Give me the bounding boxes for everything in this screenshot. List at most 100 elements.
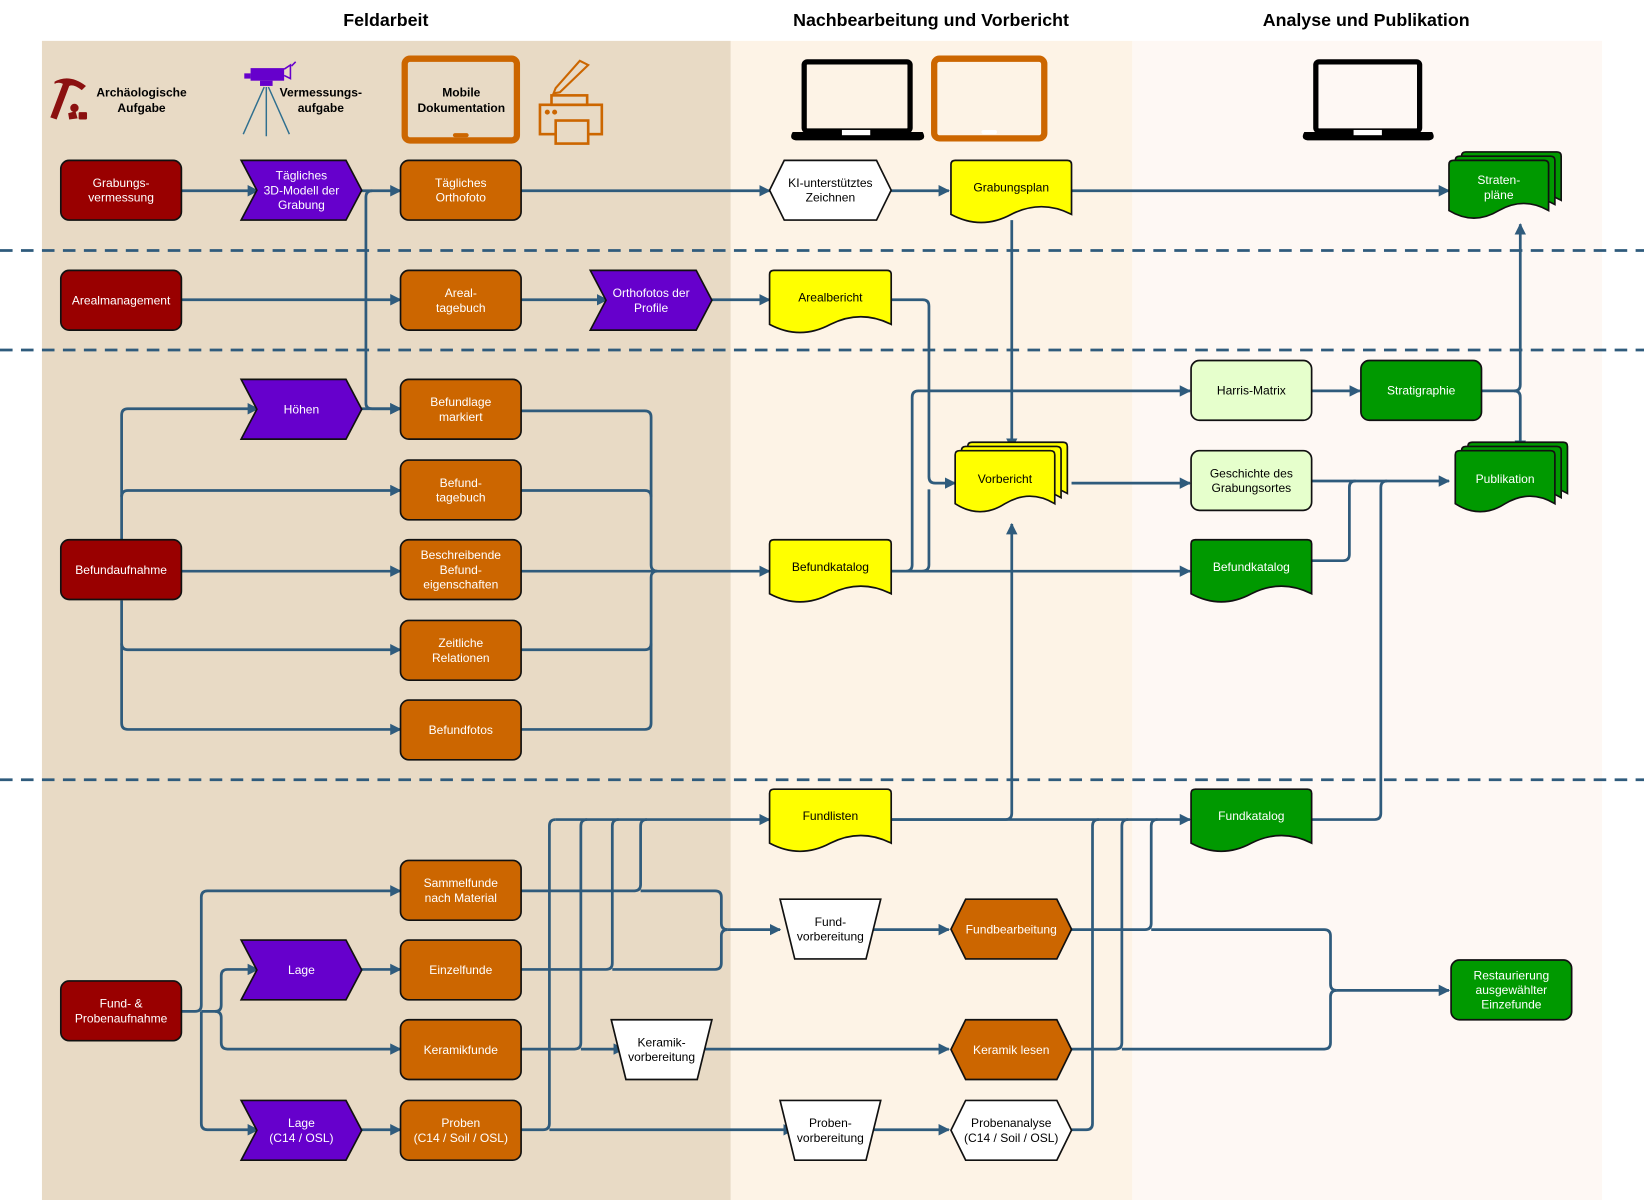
node-arealbericht[interactable]: Arealbericht (768, 269, 893, 334)
node-shape (1454, 449, 1556, 513)
node-harris-matrix[interactable]: Harris-Matrix (1190, 359, 1313, 422)
edge (612, 928, 728, 971)
node-keramik-lesen[interactable]: Keramik lesen (950, 1018, 1073, 1081)
node-shape (399, 939, 522, 1001)
pen-printer-icon (538, 59, 604, 145)
node-lage-c14[interactable]: Lage(C14 / OSL) (239, 1099, 363, 1162)
node-shape (588, 269, 713, 331)
node-probenvorbereitung[interactable]: Proben-vorbereitung (778, 1099, 882, 1162)
node-lage[interactable]: Lage (239, 939, 363, 1001)
node-arealtagebuch[interactable]: Areal-tagebuch (399, 269, 522, 331)
node-keramikfunde[interactable]: Keramikfunde (399, 1018, 522, 1081)
node-label: Fund- &Probenaufnahme (75, 997, 168, 1026)
node-shape (768, 538, 893, 603)
node-keramikvorbereitung[interactable]: Keramik-vorbereitung (610, 1018, 713, 1081)
edge (1311, 479, 1356, 563)
node-fundbearbeitung[interactable]: Fundbearbeitung (950, 898, 1073, 960)
node-label: Proben(C14 / Soil / OSL) (414, 1116, 508, 1145)
node-proben[interactable]: Proben(C14 / Soil / OSL) (399, 1099, 522, 1162)
node-befundkatalog-pub[interactable]: Befundkatalog (1190, 538, 1313, 603)
node-shape (954, 449, 1056, 513)
node-shape (399, 459, 522, 521)
node-arealmanagement[interactable]: Arealmanagement (59, 269, 183, 331)
node-shape (768, 159, 893, 221)
node-label: Einzelfunde (429, 963, 492, 977)
node-shape (1190, 538, 1313, 603)
node-fund-probenaufnahme[interactable]: Fund- &Probenaufnahme (59, 980, 183, 1042)
node-label: Lage (288, 963, 315, 977)
node-fundlisten[interactable]: Fundlisten (768, 788, 893, 853)
node-label: Vorbericht (978, 472, 1033, 486)
node-stratigraphie[interactable]: Stratigraphie (1360, 359, 1483, 422)
edge (120, 643, 402, 736)
node-publikation[interactable]: Publikation (1454, 441, 1569, 513)
edge (120, 403, 260, 540)
node-shape (399, 619, 522, 682)
node-vorbericht[interactable]: Vorbericht (954, 441, 1069, 513)
node-hoehen[interactable]: Höhen (239, 378, 363, 440)
node-shape (399, 538, 522, 601)
edge (521, 643, 653, 731)
node-einzelfunde[interactable]: Einzelfunde (399, 939, 522, 1001)
node-shape (239, 378, 363, 440)
column-title-nachbearbeitung: Nachbearbeitung und Vorbericht (793, 10, 1069, 30)
node-shape (1450, 959, 1573, 1021)
edge (521, 818, 556, 1132)
node-label: Keramikfunde (424, 1043, 499, 1057)
node-fundvorbereitung[interactable]: Fund-vorbereitung (778, 898, 882, 960)
node-label: Befundfotos (429, 723, 493, 737)
node-befundkatalog-report[interactable]: Befundkatalog (768, 538, 893, 603)
edge (120, 484, 402, 497)
total-station-icon (242, 61, 297, 137)
edge (521, 489, 653, 497)
tablet-icon (401, 55, 521, 144)
node-stratenplaene[interactable]: Straten-pläne (1448, 151, 1563, 219)
node-shape (610, 1018, 713, 1081)
column-title-analyse: Analyse und Publikation (1263, 10, 1470, 30)
node-shape (768, 788, 893, 853)
node-shape (59, 980, 183, 1042)
node-fundkatalog[interactable]: Fundkatalog (1190, 788, 1313, 853)
node-label: Arealbericht (798, 290, 863, 304)
edge (1311, 479, 1388, 821)
node-grabungsplan[interactable]: Grabungsplan (950, 159, 1073, 224)
node-label: Höhen (284, 402, 320, 416)
node-grabungsvermessung[interactable]: Grabungs-vermessung (59, 159, 183, 221)
node-befundfotos[interactable]: Befundfotos (399, 699, 522, 761)
node-befundtagebuch[interactable]: Befund-tagebuch (399, 459, 522, 521)
node-label: Publikation (1476, 472, 1535, 486)
node-befundaufnahme[interactable]: Befundaufnahme (59, 538, 183, 601)
node-label: Grabungsplan (973, 180, 1049, 194)
node-probenanalyse[interactable]: Probenanalyse(C14 / Soil / OSL) (950, 1099, 1073, 1162)
node-shape (1190, 788, 1313, 853)
node-shape (239, 1099, 363, 1162)
node-label: Befundkatalog (792, 560, 869, 574)
node-shape (1190, 449, 1313, 512)
node-shape (950, 1099, 1073, 1162)
node-label: Stratigraphie (1387, 384, 1456, 398)
node-shape (399, 1018, 522, 1081)
laptop-icon (1302, 59, 1434, 141)
node-shape (768, 269, 893, 334)
node-label: Keramik-vorbereitung (628, 1035, 695, 1064)
